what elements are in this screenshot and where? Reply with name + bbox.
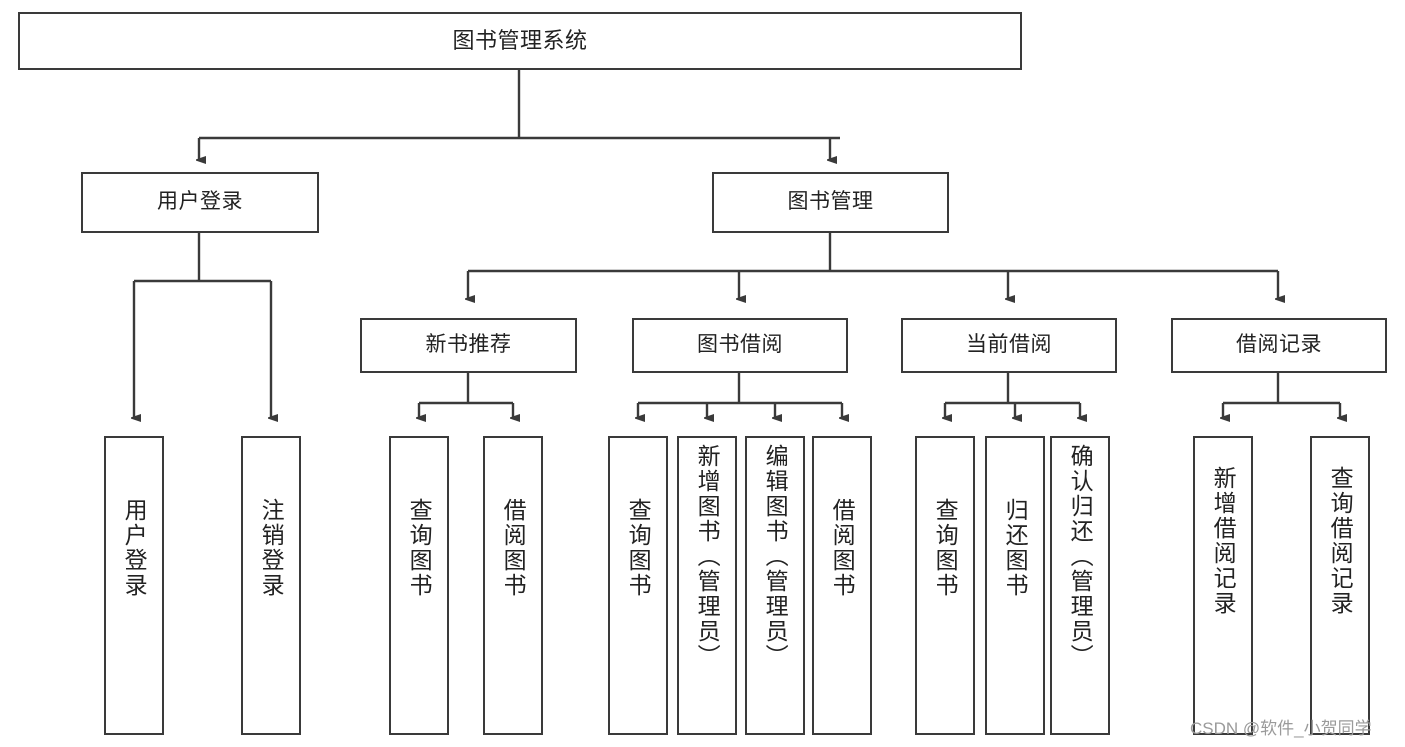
node-borrow-record[interactable]: 借阅记录 [1171, 318, 1387, 373]
node-leaf-query-book-3-label: 查询图书 [932, 498, 959, 598]
node-root-label: 图书管理系统 [452, 28, 588, 54]
node-leaf-query-book-3[interactable]: 查询图书 [915, 436, 975, 735]
node-book-borrow[interactable]: 图书借阅 [632, 318, 848, 373]
node-leaf-user-login[interactable]: 用户登录 [104, 436, 164, 735]
node-leaf-query-record-label: 查询借阅记录 [1327, 466, 1354, 616]
node-leaf-add-record-label: 新增借阅记录 [1210, 466, 1237, 616]
node-leaf-user-logout[interactable]: 注销登录 [241, 436, 301, 735]
node-leaf-user-logout-label: 注销登录 [258, 498, 285, 598]
node-book-manage[interactable]: 图书管理 [712, 172, 949, 233]
node-root[interactable]: 图书管理系统 [18, 12, 1022, 70]
node-book-manage-label: 图书管理 [787, 190, 874, 214]
node-user-login[interactable]: 用户登录 [81, 172, 319, 233]
node-leaf-borrow-book-2[interactable]: 借阅图书 [812, 436, 872, 735]
node-leaf-return-book-label: 归还图书 [1002, 498, 1029, 598]
node-leaf-user-login-label: 用户登录 [121, 498, 148, 598]
node-new-book-rec-label: 新书推荐 [425, 333, 512, 357]
node-new-book-rec[interactable]: 新书推荐 [360, 318, 577, 373]
node-leaf-confirm-return[interactable]: 确认归还（管理员） [1050, 436, 1110, 735]
node-leaf-edit-book-label: 编辑图书（管理员） [762, 444, 789, 669]
node-borrow-record-label: 借阅记录 [1236, 333, 1322, 357]
node-user-login-label: 用户登录 [157, 190, 243, 214]
node-leaf-add-book[interactable]: 新增图书（管理员） [677, 436, 737, 735]
node-leaf-borrow-book-1[interactable]: 借阅图书 [483, 436, 543, 735]
node-leaf-query-record[interactable]: 查询借阅记录 [1310, 436, 1370, 735]
node-leaf-return-book[interactable]: 归还图书 [985, 436, 1045, 735]
node-leaf-query-book-2[interactable]: 查询图书 [608, 436, 668, 735]
node-leaf-edit-book[interactable]: 编辑图书（管理员） [745, 436, 805, 735]
node-leaf-borrow-book-2-label: 借阅图书 [829, 498, 856, 598]
node-book-borrow-label: 图书借阅 [697, 333, 783, 357]
node-leaf-query-book-2-label: 查询图书 [625, 498, 652, 598]
node-current-borrow-label: 当前借阅 [966, 333, 1052, 357]
node-current-borrow[interactable]: 当前借阅 [901, 318, 1117, 373]
node-leaf-add-record[interactable]: 新增借阅记录 [1193, 436, 1253, 735]
node-leaf-query-book-1[interactable]: 查询图书 [389, 436, 449, 735]
node-leaf-confirm-return-label: 确认归还（管理员） [1067, 444, 1094, 669]
node-leaf-query-book-1-label: 查询图书 [406, 498, 433, 598]
node-leaf-borrow-book-1-label: 借阅图书 [500, 498, 527, 598]
node-leaf-add-book-label: 新增图书（管理员） [694, 444, 721, 669]
